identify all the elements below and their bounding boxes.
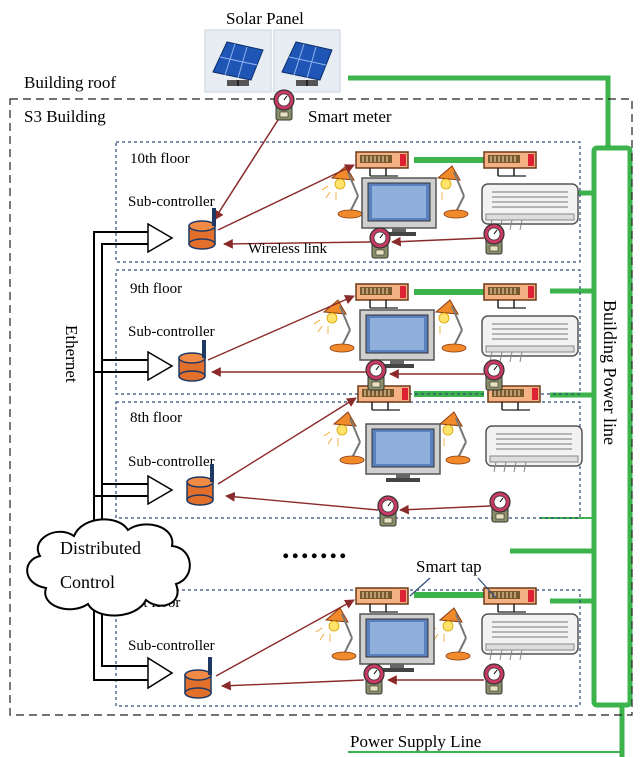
floor-name-8: 8th floor: [130, 410, 182, 426]
cloud-icon: [26, 518, 191, 617]
floor-name-9: 9th floor: [130, 281, 182, 297]
distributed-control-label-2: Control: [60, 572, 115, 592]
floor-controller-10: Sub-controller: [128, 194, 215, 210]
smart-meter-label: Smart meter: [308, 107, 392, 126]
floor-controller-8: Sub-controller: [128, 454, 215, 470]
distributed-control-label-1: Distributed: [60, 538, 141, 558]
building-roof-label: Building roof: [24, 73, 116, 92]
roof-meter-link: [213, 119, 279, 221]
smart-tap-pointers: [409, 577, 497, 599]
ethernet-drivers: [147, 222, 174, 690]
building-power-line-label: Building Power line: [600, 300, 620, 445]
wireless-link-label: Wireless link: [248, 241, 327, 257]
floor-name-10: 10th floor: [130, 151, 190, 167]
smart-tap-label: Smart tap: [416, 557, 482, 576]
smart-meter-icon: [273, 89, 295, 121]
solar-panel-icon: [204, 29, 341, 93]
building-name-label: S3 Building: [24, 107, 106, 126]
ethernet-label: Ethernet: [62, 325, 81, 383]
wireless-links: [207, 164, 491, 691]
floor-controller-1: Sub-controller: [128, 638, 215, 654]
power-supply-line-label: Power Supply Line: [350, 732, 481, 751]
floor-controller-9: Sub-controller: [128, 324, 215, 340]
sub-controller-icon: [178, 207, 217, 699]
building-outline: [9, 98, 633, 716]
floor-ellipsis: .......: [282, 532, 349, 565]
solar-panel-label: Solar Panel: [226, 9, 304, 28]
ethernet-bus: [93, 231, 148, 681]
